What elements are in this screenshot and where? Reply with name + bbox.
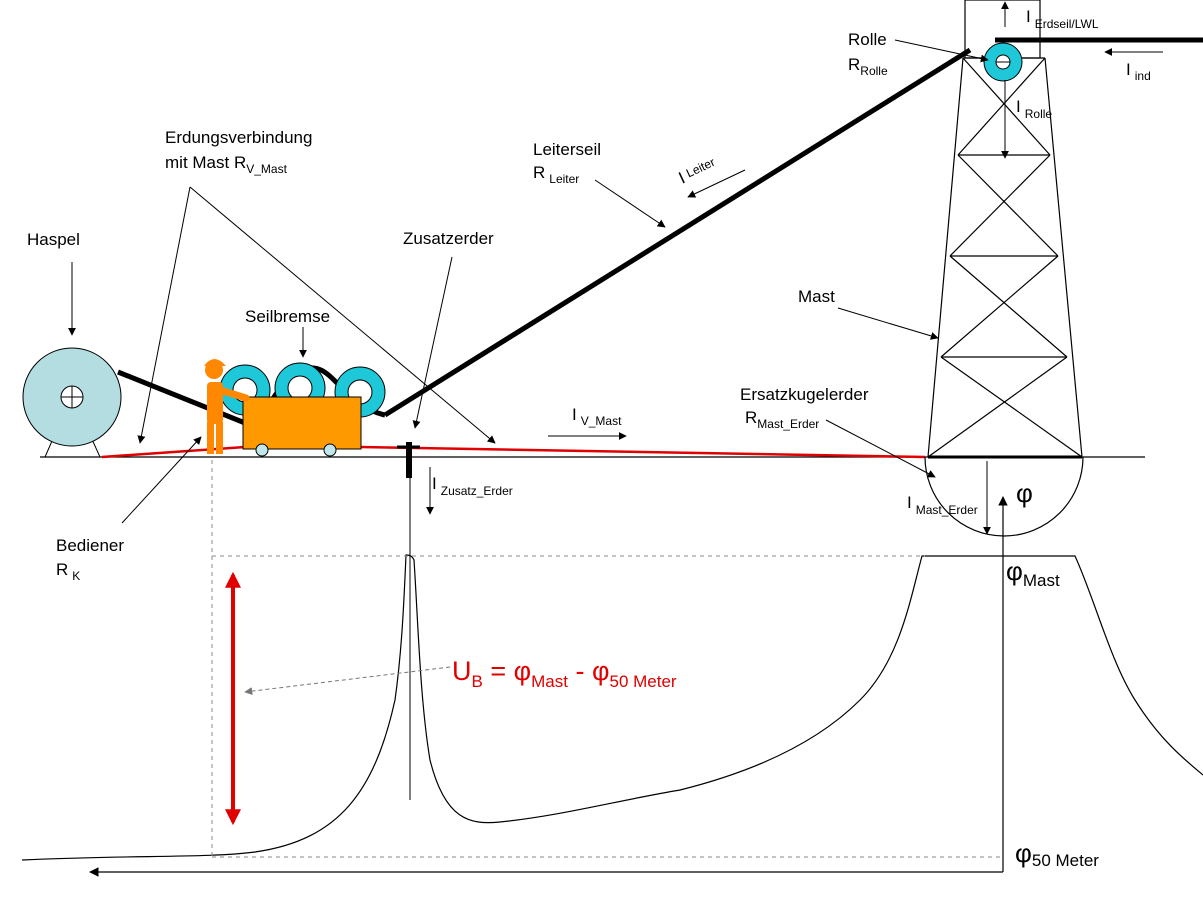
label-erdungsverbindung: Erdungsverbindung [165,128,312,147]
label-i-leiter: ILeiter [676,154,719,188]
label-pointers [68,1,1163,535]
label-erdung-mast: mit Mast RV_Mast [165,153,288,176]
label-rolle: Rolle [848,30,887,49]
ground-electrode-icon [397,442,420,800]
label-ersatzkugelerder: Ersatzkugelerder [740,385,869,404]
label-r-mast-erder: RMast_Erder [745,408,819,431]
conductor-leiterseil [383,47,972,418]
label-phi-mast: φMast [1006,556,1060,590]
label-zusatzerder: Zusatzerder [403,229,494,248]
potential-curve [21,554,1203,861]
label-bediener: Bediener [56,536,124,555]
label-r-rolle: RRolle [848,55,888,78]
cable-reel-icon [22,347,122,458]
label-mast: Mast [798,287,835,306]
formula-touch-voltage: UB = φMast - φ50 Meter [452,656,677,691]
label-phi: φ [1016,478,1033,508]
pulley-icon [983,42,1023,82]
label-leiterseil: Leiterseil [533,140,601,159]
cable-brake-icon [219,362,386,457]
grounding-connection-line [101,445,926,459]
label-seilbremse: Seilbremse [245,307,330,326]
label-phi-50: φ50 Meter [1015,838,1099,870]
equivalent-sphere-electrode [924,456,1084,537]
worker-icon [204,359,250,454]
formula-pointer [244,666,451,696]
dashed-guides [211,460,1003,860]
label-haspel: Haspel [27,230,80,249]
